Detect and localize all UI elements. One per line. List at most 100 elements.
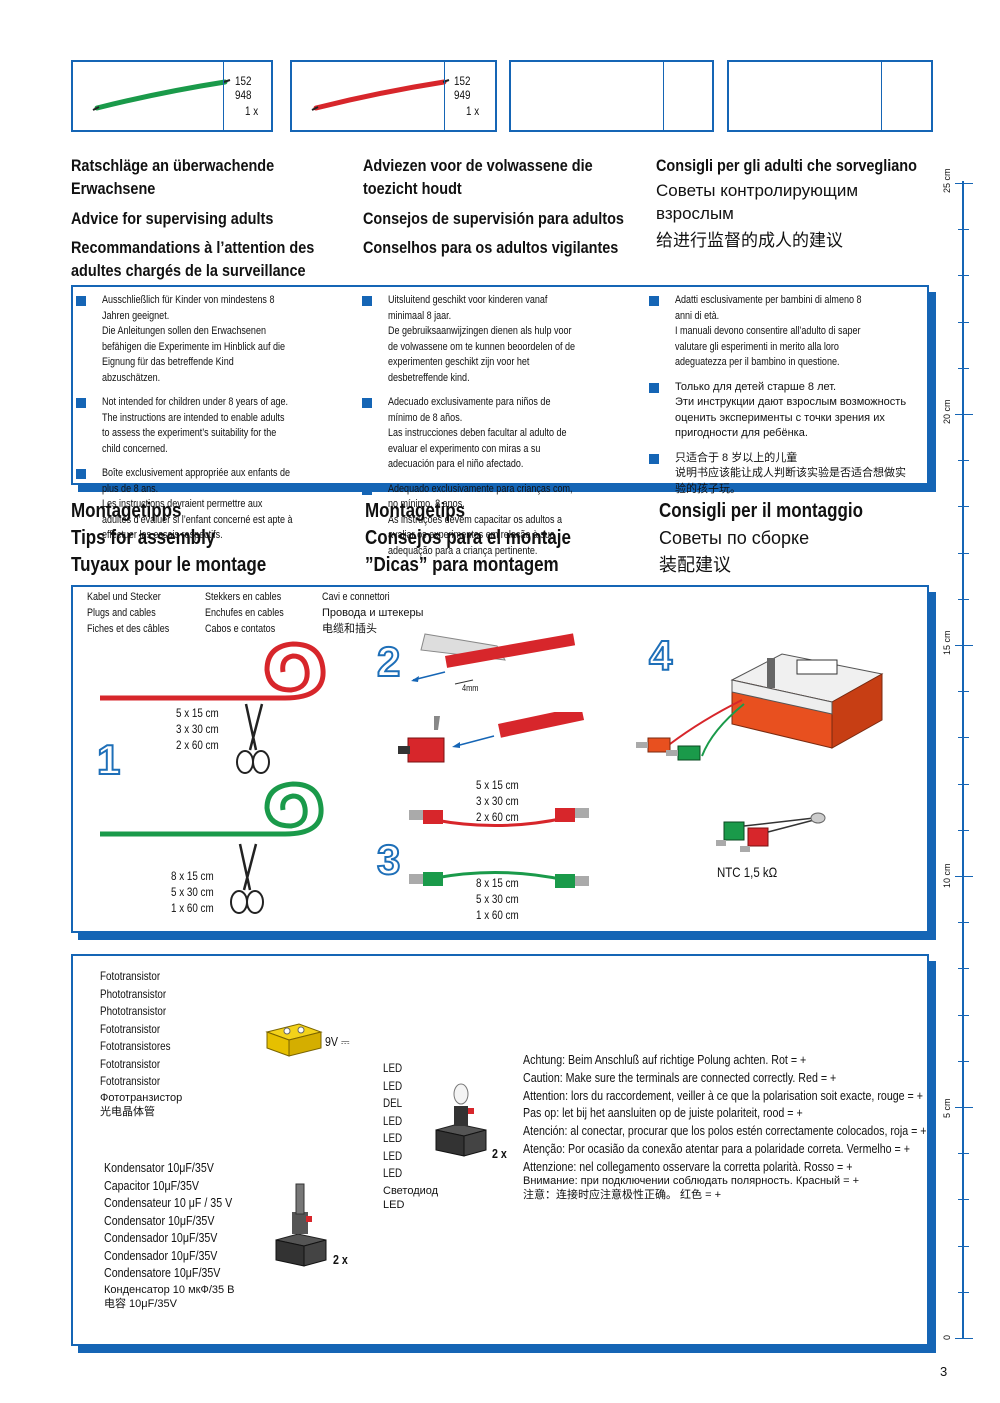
heading-line: Recommandations à l’attention des: [71, 238, 315, 257]
ruler-label: 10 cm: [942, 863, 952, 888]
ruler-tick: [958, 1060, 969, 1062]
ruler-tick: [958, 737, 969, 739]
ruler-tick: [958, 783, 969, 785]
notes-col1: Ausschließlich für Kinder von mindestens…: [76, 293, 336, 553]
part-divider: [223, 62, 224, 130]
heading-line: 给进行监督的成人的建议: [656, 231, 843, 250]
green-cable-with-plugs-icon: [409, 871, 589, 888]
red-cable-icon: [311, 79, 450, 111]
note-item: Not intended for children under 8 years …: [76, 395, 336, 457]
components-box: [71, 954, 929, 1346]
red-cable-coil-icon: [100, 641, 326, 701]
notes-box: [71, 285, 929, 485]
ruler-tick: [958, 460, 969, 462]
supervising-heading-col3: Consigli per gli adulti che sorvegliano …: [656, 154, 936, 252]
ruler-tick: [958, 367, 969, 369]
sensor-block-icon: [636, 653, 884, 761]
polarity-zh: 注意：连接时应注意极性正确。 红色 = +: [523, 1189, 722, 1201]
green-cable-coil-icon: [100, 781, 324, 837]
ruler-tick: [958, 1153, 969, 1155]
ntc-label: NTC 1,5 kΩ: [717, 864, 778, 880]
note-item: 只适合于 8 岁以上的儿童说明书应该能让成人判断该实验是否适合想做实验的孩子玩。: [649, 451, 909, 498]
heading-line: toezicht houdt: [363, 179, 462, 198]
step-number: 1: [96, 735, 121, 784]
page-number: 3: [940, 1364, 948, 1379]
phototransistor-zh: 光电晶体管: [100, 1106, 155, 1118]
ruler-label: 0: [942, 1334, 952, 1340]
heading-line: Советы контролирующим: [656, 181, 859, 200]
supervising-heading-col1: Ratschläge an überwachende Erwachsene Ad…: [71, 154, 351, 282]
phototransistor-ru: Фототранзистор: [100, 1092, 183, 1104]
ruler-tick: [958, 321, 969, 323]
led-qty: 2 x: [492, 1146, 507, 1161]
heading-line: Ratschläge an überwachende: [71, 156, 275, 175]
ruler-tick: [958, 552, 969, 554]
ruler-tick: [955, 876, 973, 877]
heading-line: Erwachsene: [71, 179, 156, 198]
part-box-empty: [509, 60, 714, 132]
capacitor-ru: Конденсатор 10 мкФ/35 В: [104, 1284, 235, 1296]
part-qty: 1 x: [466, 104, 480, 118]
ntc-resistor-icon: [716, 812, 826, 852]
scissors-icon: [236, 703, 270, 774]
ruler-label: 15 cm: [942, 630, 952, 655]
ruler-tick: [958, 1199, 969, 1201]
ruler-tick: [958, 1014, 969, 1016]
heading-line: Conselhos para os adultos vigilantes: [363, 238, 619, 257]
strip-length-label: 4mm: [462, 683, 479, 693]
ruler-tick: [955, 183, 973, 184]
heading-line: Consigli per gli adulti che sorvegliano: [656, 156, 917, 175]
assembly-heading-col1: Montagetipps Tips for assembly Tuyaux po…: [71, 498, 301, 579]
ruler-tick: [958, 229, 969, 231]
heading-line: Consigli per il montaggio: [659, 500, 863, 522]
ruler-label: 20 cm: [942, 399, 952, 424]
green-cable-icon: [92, 79, 231, 111]
led-block-icon: [435, 1083, 487, 1157]
heading-line: Consejos de supervisión para adultos: [363, 209, 624, 228]
heading-line: Советы по сборке: [659, 528, 810, 548]
heading-line: Tips for assembly: [71, 527, 216, 549]
cables-label-col3: Cavi e connettori: [322, 591, 390, 603]
assembly-box: [71, 585, 929, 933]
notes-col3: Adatti esclusivamente per bambini di alm…: [649, 293, 909, 506]
ruler-tick: [958, 598, 969, 600]
ruler-tick: [955, 1338, 973, 1339]
heading-line: adultes chargés de la surveillance: [71, 261, 306, 280]
heading-line: Montagetips: [365, 500, 466, 522]
led-ru: Светодиод: [383, 1185, 439, 1197]
note-item: Adatti esclusivamente per bambini di alm…: [649, 293, 909, 371]
ruler-tick: [955, 645, 973, 646]
ruler-tick: [958, 922, 969, 924]
note-item: Adecuado exclusivamente para niños de mí…: [362, 395, 622, 473]
cable-stripping-icon: [411, 633, 576, 685]
heading-line: ”Dicas” para montagem: [365, 554, 559, 576]
polarity-ru: Внимание: при подключении соблюдать поля…: [523, 1175, 860, 1187]
ruler-tick: [958, 968, 969, 970]
polarity-notes: Achtung: Beim Anschluß auf richtige Polu…: [523, 1052, 927, 1174]
capacitor-block-icon: [275, 1183, 327, 1267]
note-item: Uitsluitend geschikt voor kinderen vanaf…: [362, 293, 622, 386]
part-qty: 1 x: [245, 104, 259, 118]
ruler-tick: [958, 275, 969, 277]
step-number: 2: [376, 637, 401, 686]
ruler-line: [962, 181, 964, 1339]
heading-line: Adviezen voor de volwassene die: [363, 156, 593, 175]
assembly-heading-col3: Consigli per il montaggio Советы по сбор…: [659, 498, 899, 579]
heading-line: Consejos para el montaje: [365, 527, 571, 549]
note-item: Adequado exclusivamente para crianças co…: [362, 482, 622, 560]
capacitor-qty: 2 x: [333, 1252, 348, 1267]
capacitor-zh: 电容 10μF/35V: [104, 1298, 177, 1310]
heading-line: 装配建议: [659, 555, 731, 575]
cables-label-ru: Провода и штекеры: [322, 607, 424, 619]
part-divider: [663, 62, 664, 130]
ruler-tick: [955, 414, 973, 415]
